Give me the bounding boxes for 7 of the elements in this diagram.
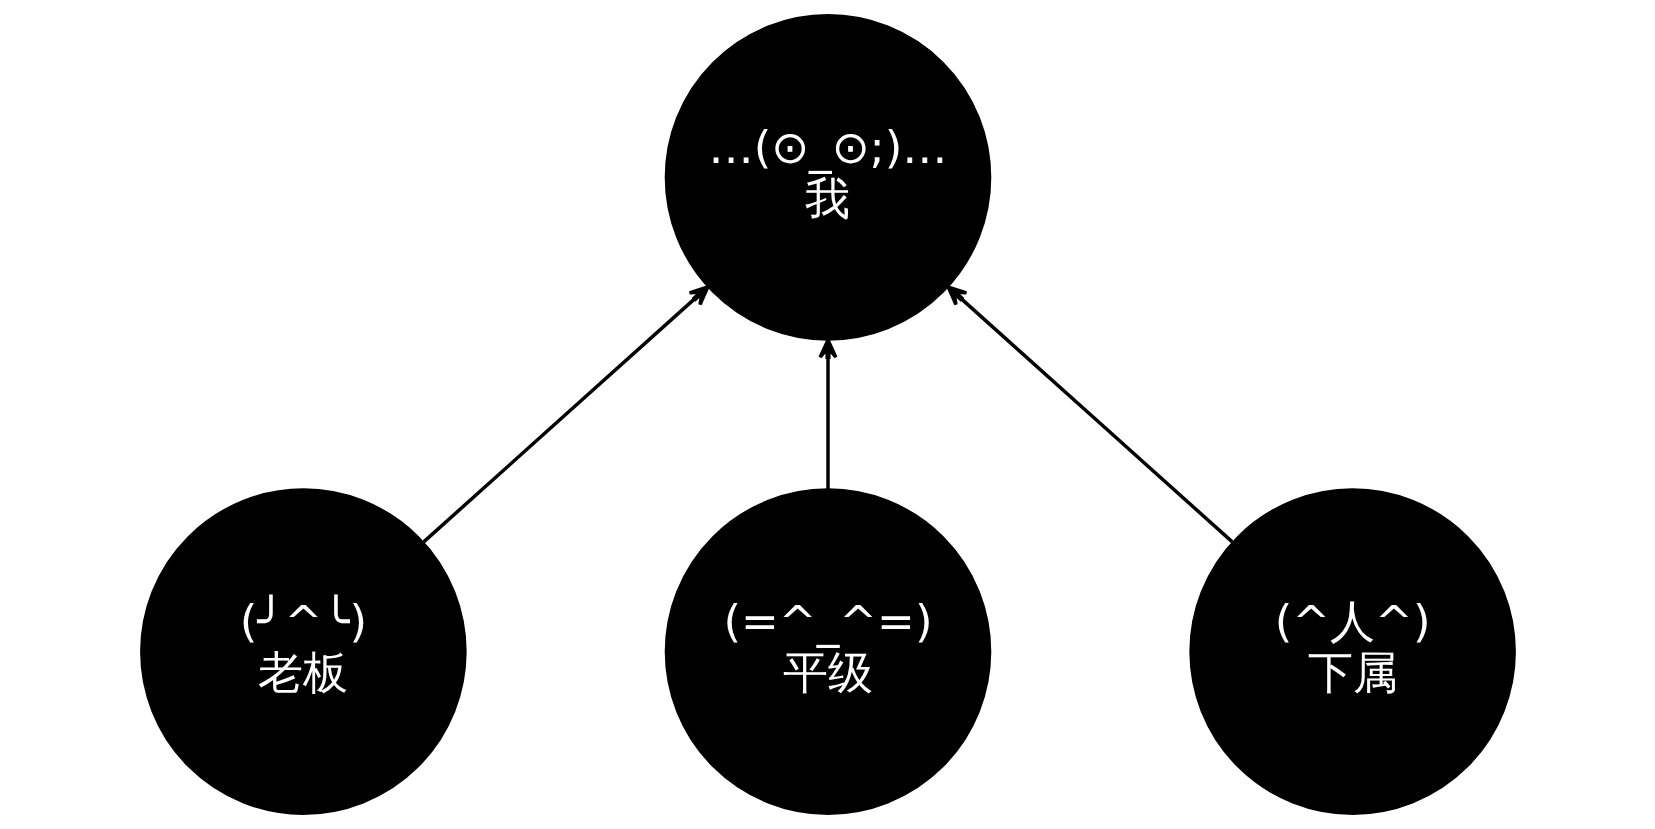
arrow [422,285,709,544]
node-circle: (^人^) 下属 [1188,488,1516,815]
arrow [817,338,838,490]
node-circle: …(⊙_⊙;)… 我 [664,14,991,341]
node-circle: (=^_^=) 平级 [664,488,991,815]
node-circle: (╯^╰) 老板 [139,488,467,815]
arrow [946,285,1233,544]
